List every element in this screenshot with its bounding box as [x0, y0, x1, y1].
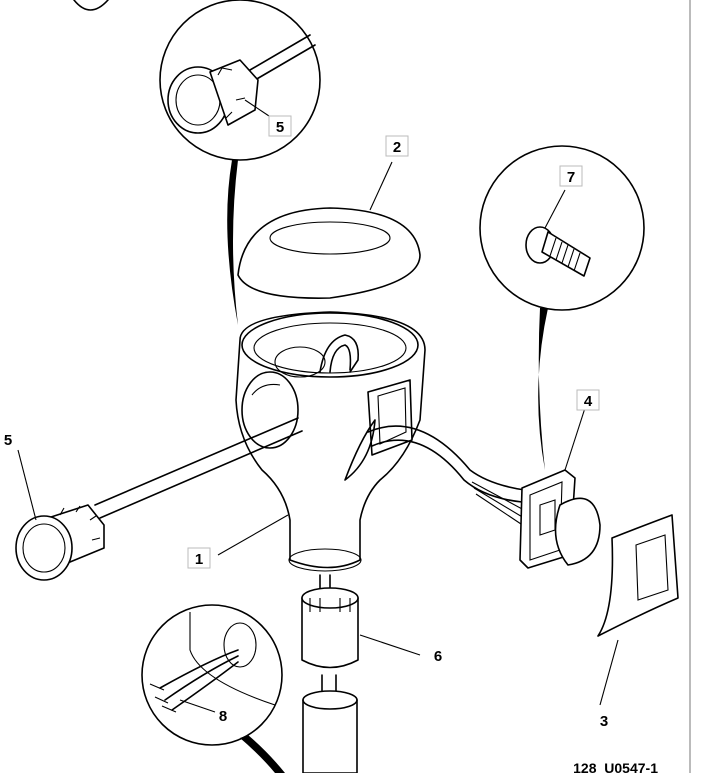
- detail-circle-item-5: [159, 0, 321, 161]
- callout-2: 2: [385, 135, 409, 157]
- detail-circle-item-7: [479, 145, 645, 311]
- callout-3: 3: [600, 713, 608, 730]
- callout-5-detail: 5: [268, 115, 292, 137]
- svg-text:2: 2: [393, 139, 401, 156]
- detail-tail-item-8: [240, 735, 285, 773]
- svg-text:3: 3: [600, 713, 608, 730]
- callout-5-main: 5: [4, 432, 12, 449]
- callout-4: 4: [576, 389, 600, 411]
- callout-1: 1: [187, 547, 211, 569]
- detail-tail-item-7: [538, 308, 548, 470]
- svg-text:5: 5: [4, 432, 12, 449]
- callout-7: 7: [559, 165, 583, 187]
- callout-8: 8: [219, 708, 227, 725]
- connector-item-4: [519, 407, 601, 569]
- svg-text:8: 8: [219, 708, 227, 725]
- trim-plate-item-3: [597, 514, 679, 706]
- sleeve-item-6: [301, 574, 421, 773]
- detail-tail-item-5: [227, 160, 238, 325]
- partial-circle: [73, 0, 109, 11]
- switch-item-5: [15, 417, 303, 581]
- drawing-reference: 128_U0547-1: [573, 760, 658, 773]
- cable-harness: [367, 425, 526, 527]
- svg-text:6: 6: [434, 648, 442, 665]
- svg-text:7: 7: [567, 169, 575, 186]
- svg-text:1: 1: [195, 551, 203, 568]
- svg-text:5: 5: [276, 119, 284, 136]
- housing-item-1: [217, 311, 426, 572]
- callout-6: 6: [434, 648, 442, 665]
- detail-circle-item-8: [141, 604, 283, 746]
- cap-item-2: [237, 161, 421, 299]
- svg-text:4: 4: [584, 393, 593, 410]
